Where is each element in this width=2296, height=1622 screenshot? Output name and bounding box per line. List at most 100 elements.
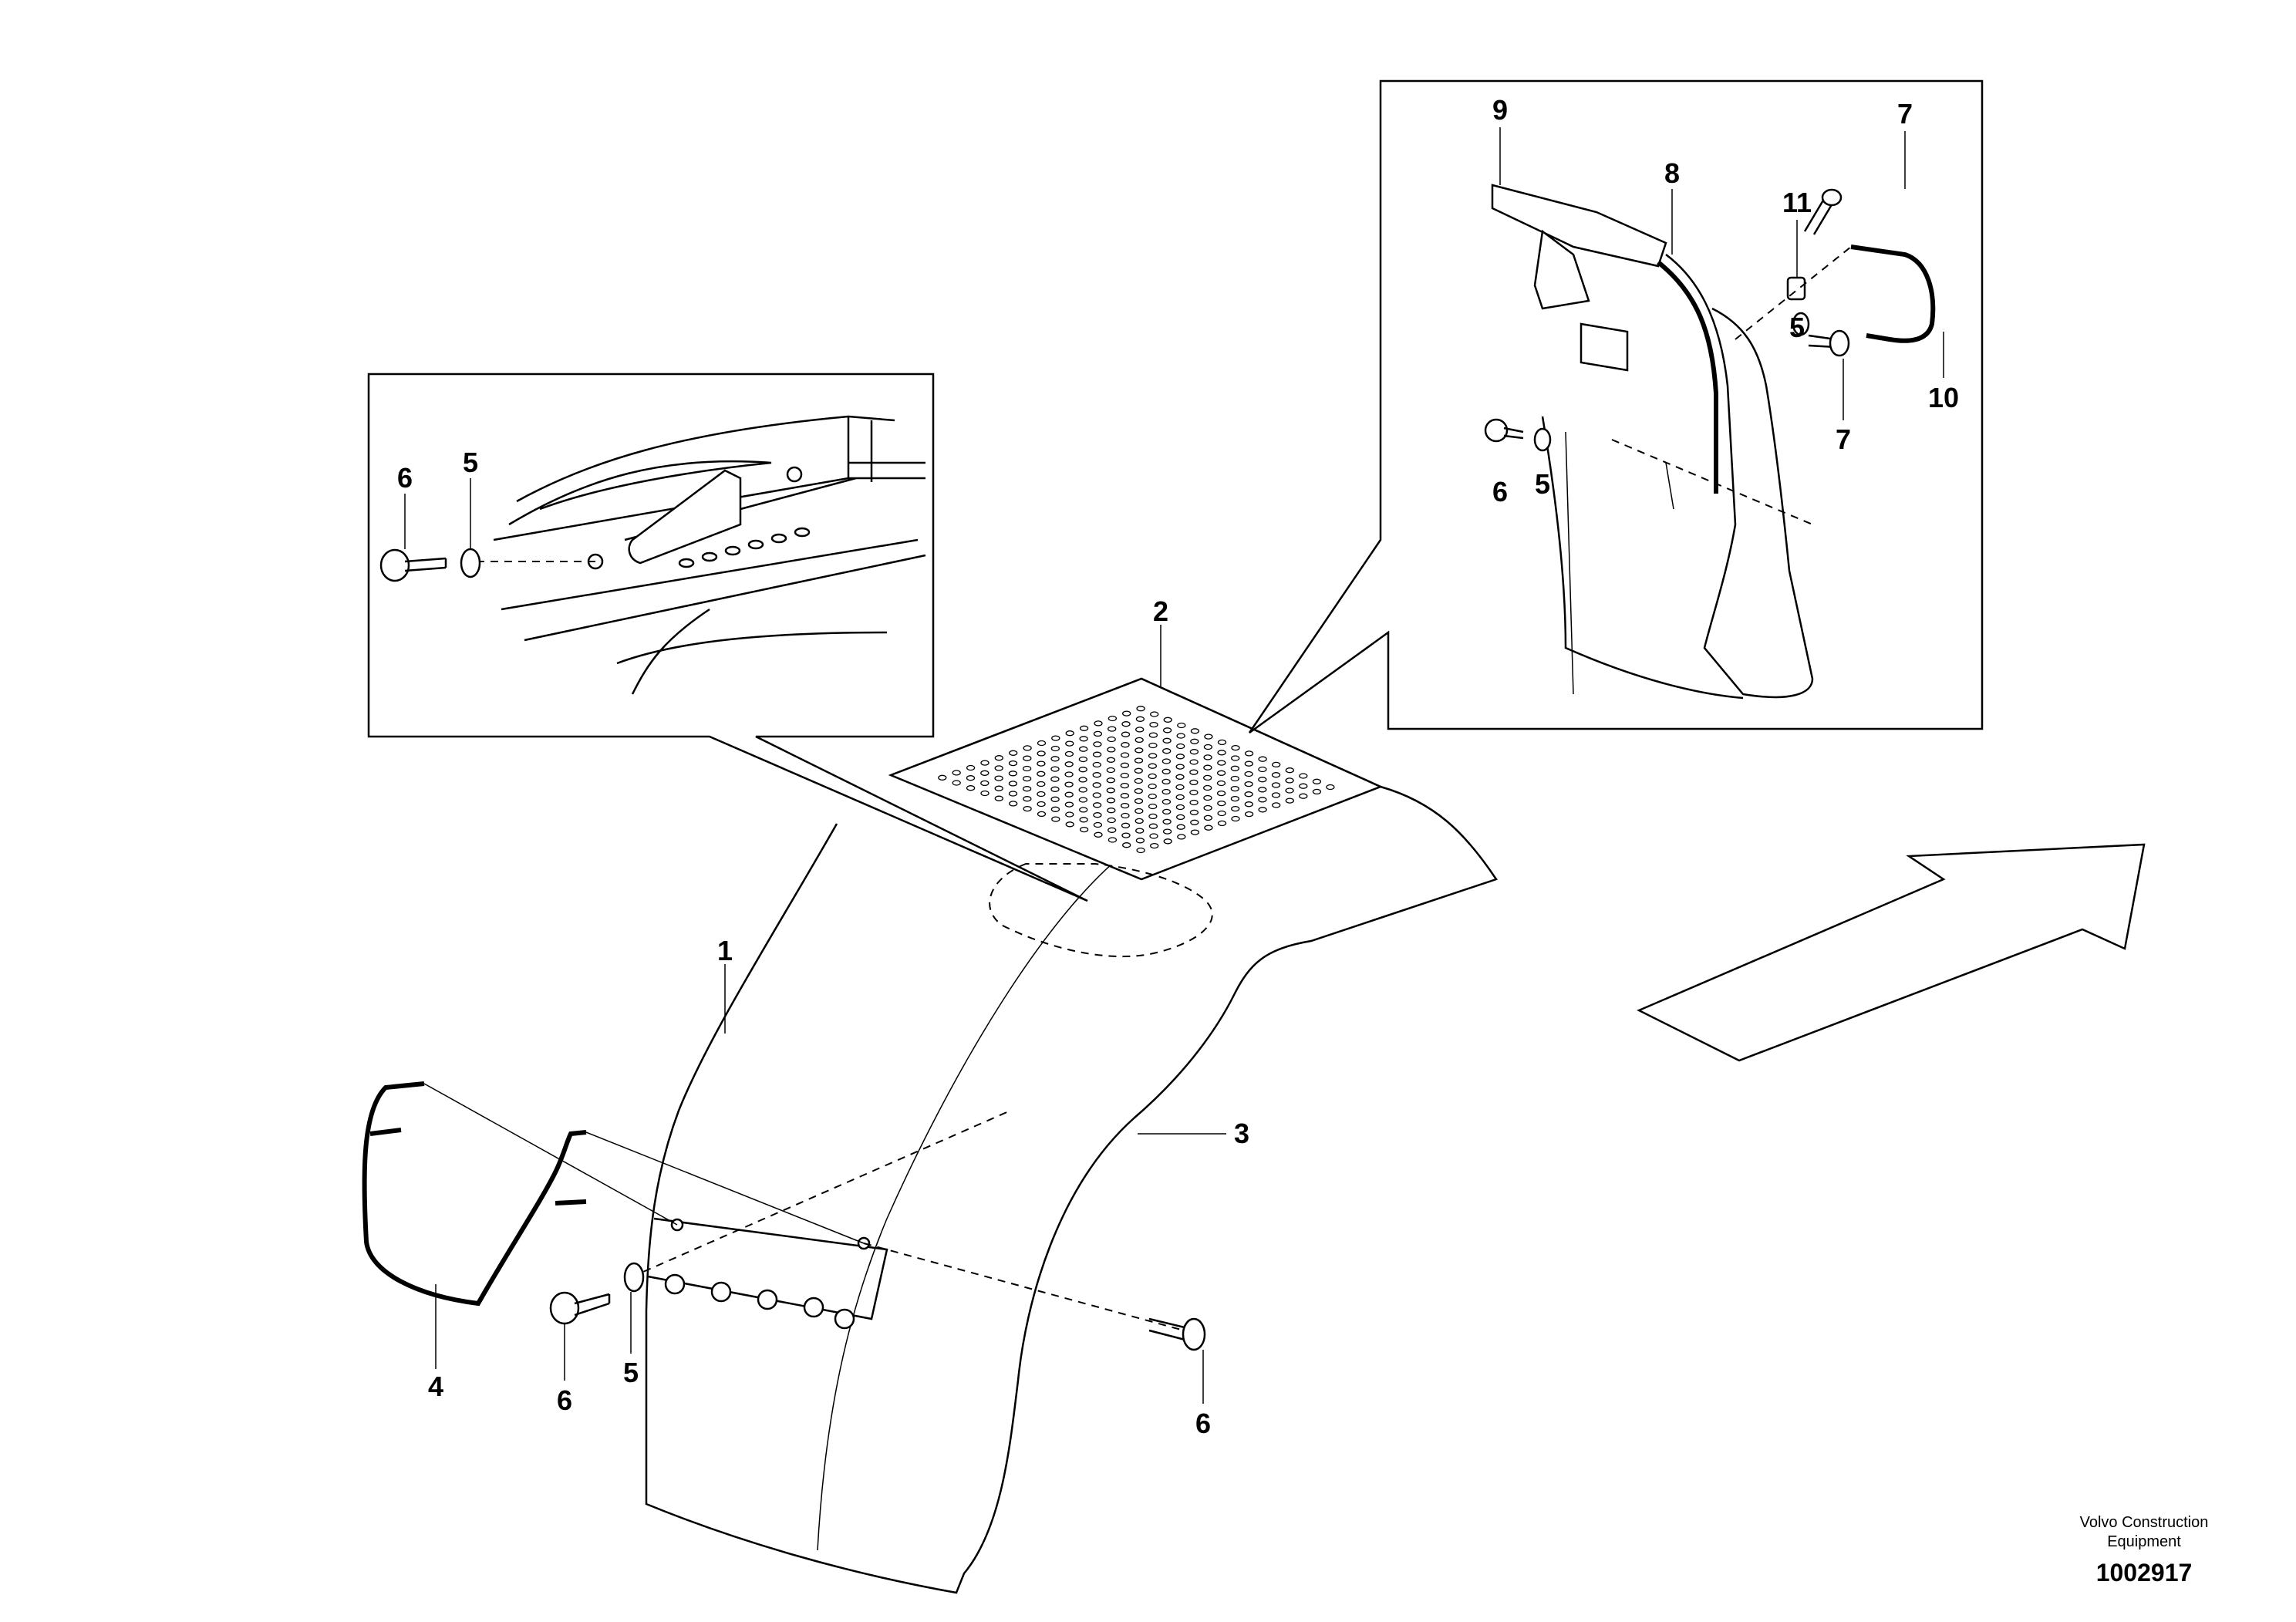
anti-slip-dot bbox=[1134, 757, 1144, 764]
anti-slip-dot bbox=[1231, 815, 1240, 822]
anti-slip-dot bbox=[1064, 761, 1074, 767]
anti-slip-dot bbox=[1162, 808, 1172, 815]
inset-right-bolt-7a bbox=[1803, 188, 1843, 235]
detail-inset-right bbox=[1248, 79, 1984, 734]
anti-slip-dot bbox=[1148, 773, 1157, 780]
anti-slip-dot bbox=[1190, 829, 1200, 835]
callout-5-inset-right-a: 5 bbox=[1789, 312, 1805, 343]
callout-6-inset-left: 6 bbox=[397, 462, 413, 494]
anti-slip-dot bbox=[1203, 814, 1213, 821]
anti-slip-dot bbox=[1037, 750, 1046, 757]
anti-slip-dot bbox=[1135, 818, 1144, 824]
anti-slip-dot bbox=[1190, 738, 1199, 744]
anti-slip-dot bbox=[1271, 782, 1281, 788]
anti-slip-dot bbox=[994, 795, 1003, 801]
direction-arrow bbox=[1637, 843, 2146, 1062]
anti-slip-dot bbox=[1135, 747, 1144, 754]
step-box bbox=[1580, 322, 1629, 372]
callout-5-inset-right-b: 5 bbox=[1535, 468, 1550, 500]
anti-slip-dot bbox=[1092, 802, 1102, 808]
callout-labels: 1 2 3 4 5 6 6 5 6 9 8 7 11 5 7 10 6 5 bbox=[397, 94, 1959, 1439]
anti-slip-dot bbox=[1230, 765, 1240, 771]
anti-slip-dot bbox=[1230, 775, 1239, 782]
anti-slip-dot bbox=[1107, 808, 1116, 814]
dashed-bolt-line-a bbox=[630, 1110, 1011, 1278]
anti-slip-dot bbox=[1231, 755, 1240, 761]
detail-inset-left bbox=[367, 373, 1088, 902]
anti-slip-dot bbox=[1120, 782, 1129, 789]
anti-slip-dot bbox=[1078, 756, 1088, 763]
anti-slip-dot bbox=[994, 755, 1003, 761]
anti-slip-dot bbox=[1204, 824, 1213, 831]
fender-crease bbox=[817, 840, 1142, 1551]
anti-slip-dot bbox=[1050, 796, 1060, 802]
anti-slip-dot bbox=[980, 760, 990, 766]
anti-slip-dot bbox=[1037, 781, 1046, 787]
anti-slip-dot bbox=[1037, 801, 1046, 808]
anti-slip-dot bbox=[1203, 794, 1212, 801]
anti-slip-dot bbox=[1121, 742, 1130, 748]
callout-6-main-left: 6 bbox=[557, 1384, 572, 1416]
anti-slip-dot bbox=[1216, 780, 1226, 787]
anti-slip-dot bbox=[1121, 822, 1131, 828]
anti-slip-dot bbox=[1092, 782, 1101, 788]
callout-11: 11 bbox=[1782, 187, 1812, 218]
anti-slip-dot bbox=[1244, 801, 1253, 808]
anti-slip-dot bbox=[1271, 792, 1281, 798]
inset-left-bolt-6 bbox=[379, 548, 447, 582]
anti-slip-dot bbox=[1271, 772, 1281, 778]
anti-slip-dot bbox=[1203, 784, 1212, 791]
anti-slip-dot bbox=[1136, 847, 1145, 854]
anti-slip-dot bbox=[1134, 767, 1143, 774]
anti-slip-dot bbox=[1148, 813, 1158, 820]
anti-slip-dot bbox=[1106, 798, 1116, 804]
leader-handle-top bbox=[423, 1083, 678, 1226]
anti-slip-dot bbox=[1121, 812, 1130, 819]
anti-slip-dot bbox=[1078, 767, 1087, 773]
anti-slip-dot bbox=[1065, 811, 1074, 818]
anti-slip-dot bbox=[1217, 739, 1227, 746]
callout-9: 9 bbox=[1492, 94, 1508, 126]
callout-5-main: 5 bbox=[623, 1357, 639, 1388]
anti-slip-dot bbox=[1108, 715, 1118, 722]
anti-slip-dot bbox=[980, 770, 990, 776]
anti-slip-dot bbox=[1175, 784, 1185, 791]
anti-slip-dot bbox=[1216, 790, 1226, 797]
anti-slip-dot bbox=[1162, 748, 1172, 754]
inset-right-bolt-7b bbox=[1808, 329, 1850, 357]
anti-slip-dot bbox=[1177, 834, 1186, 840]
anti-slip-dot bbox=[1148, 803, 1158, 810]
anti-slip-dot bbox=[1204, 733, 1213, 740]
dashed-bolt-line-b bbox=[863, 1243, 1185, 1331]
anti-slip-dot bbox=[1216, 770, 1226, 776]
inset-left-rail bbox=[847, 416, 925, 482]
anti-slip-dot bbox=[1050, 756, 1060, 762]
anti-slip-dot bbox=[1149, 721, 1158, 728]
anti-slip-dot bbox=[994, 785, 1003, 791]
anti-slip-dot bbox=[1258, 777, 1267, 783]
anti-slip-dot bbox=[1190, 819, 1199, 825]
anti-slip-dot bbox=[1161, 758, 1172, 764]
anti-slip-dot bbox=[1163, 838, 1172, 845]
inset-right-washer-5a bbox=[1792, 312, 1810, 336]
anti-slip-dot bbox=[1135, 838, 1145, 844]
anti-slip-dot bbox=[1092, 751, 1102, 757]
anti-slip-dot bbox=[1162, 727, 1172, 733]
anti-slip-dot bbox=[952, 780, 961, 786]
anti-slip-dot bbox=[1176, 743, 1185, 750]
anti-slip-dot bbox=[966, 764, 976, 771]
anti-slip-dot bbox=[1093, 730, 1103, 737]
callout-6-main-right: 6 bbox=[1195, 1408, 1211, 1439]
anti-slip-dot bbox=[1285, 777, 1294, 784]
anti-slip-dot bbox=[1148, 742, 1158, 749]
anti-slip-dot bbox=[1189, 749, 1199, 755]
anti-slip-dot bbox=[1163, 717, 1172, 723]
anti-slip-dot bbox=[1135, 808, 1144, 814]
anti-slip-dot bbox=[1093, 741, 1102, 747]
anti-slip-dot bbox=[1258, 787, 1267, 793]
anti-slip-dot bbox=[1064, 771, 1074, 777]
anti-slip-dot bbox=[1176, 733, 1185, 739]
footer-company-line2: Equipment bbox=[2107, 1533, 2181, 1550]
callout-leaders bbox=[404, 127, 1944, 1404]
